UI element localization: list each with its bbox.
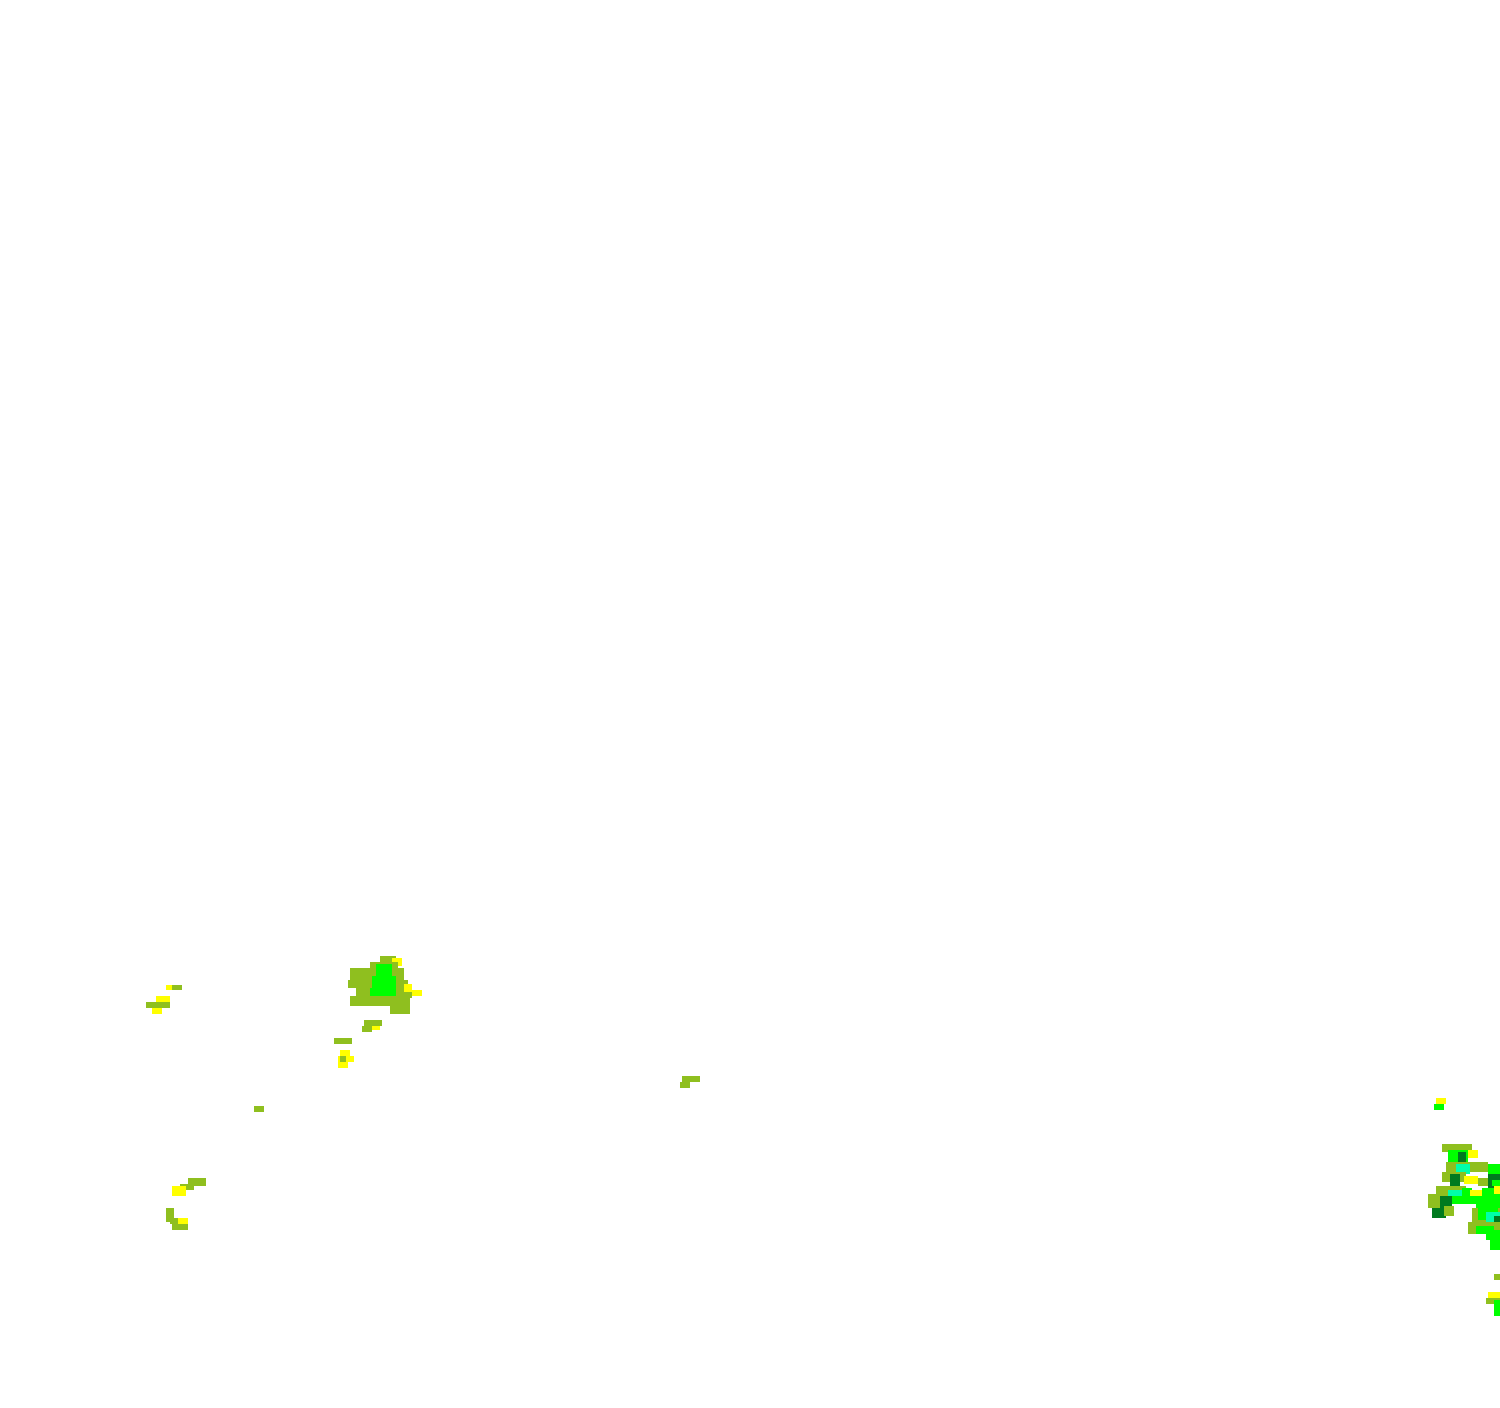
- echo-cluster-isolated-2: [254, 1106, 264, 1112]
- echo-cell-light: [166, 1208, 174, 1222]
- echo-cell-moderate: [1470, 1190, 1482, 1198]
- echo-cell-moderate: [412, 990, 422, 996]
- echo-cell-light: [1474, 1162, 1488, 1172]
- echo-cluster-central-west-scatter: [334, 1020, 382, 1068]
- echo-cell-light: [172, 1224, 188, 1230]
- echo-cell-light: [350, 996, 410, 1006]
- echo-cell-heavy: [1488, 1164, 1500, 1174]
- echo-cell-moderate: [1468, 1150, 1478, 1158]
- echo-cell-light: [364, 1020, 382, 1026]
- echo-cluster-east-edge-storm: [1428, 1098, 1500, 1316]
- echo-cell-moderate: [372, 1026, 380, 1030]
- echo-cell-heavy: [1462, 1188, 1472, 1196]
- echo-cell-light: [254, 1106, 264, 1112]
- echo-cell-moderate: [1436, 1098, 1446, 1104]
- echo-cell-heavy: [1482, 1188, 1500, 1198]
- echo-cell-light: [1486, 1298, 1500, 1304]
- echo-cell-light: [1428, 1194, 1440, 1208]
- echo-cell-moderate: [338, 1062, 348, 1068]
- echo-cell-light: [1478, 1178, 1488, 1186]
- echo-cell-light: [362, 1026, 372, 1032]
- echo-cell-heavy: [1494, 1300, 1500, 1316]
- echo-cell-moderate: [404, 984, 412, 992]
- echo-cell-heavy: [1486, 1230, 1500, 1240]
- echo-cell-light: [334, 1038, 352, 1044]
- echo-cell-moderate: [1464, 1176, 1478, 1184]
- echo-cell-moderate: [172, 1186, 186, 1196]
- echo-cluster-central-west-main: [348, 956, 422, 1014]
- echo-cell-light: [380, 956, 396, 964]
- echo-cell-moderate: [152, 1008, 162, 1014]
- echo-cell-heavy: [1434, 1104, 1444, 1110]
- echo-cell-heavy: [372, 976, 396, 986]
- echo-cell-light: [1494, 1274, 1500, 1280]
- echo-cell-heavy: [1452, 1196, 1482, 1204]
- echo-cell-heavy: [1476, 1226, 1494, 1234]
- echo-cell-light: [366, 970, 372, 988]
- echo-cell-moderate: [1488, 1292, 1500, 1298]
- echo-cell-heavy: [1476, 1198, 1500, 1210]
- echo-cell-heavy: [370, 986, 396, 996]
- echo-cell-light: [180, 1184, 194, 1190]
- echo-cell-light: [682, 1076, 700, 1082]
- echo-cluster-southwest-small: [166, 1178, 206, 1230]
- echo-cell-moderate: [1494, 1186, 1500, 1194]
- echo-cluster-west-small-1: [146, 985, 182, 1014]
- echo-cell-moderate: [340, 1050, 350, 1056]
- echo-cell-moderate: [178, 1218, 188, 1224]
- echo-cell-intense: [1450, 1174, 1460, 1186]
- echo-cell-light: [146, 1002, 170, 1008]
- echo-cell-heavy: [376, 964, 392, 978]
- echo-cell-very_heavy: [1456, 1164, 1470, 1174]
- echo-cell-light: [390, 1004, 410, 1014]
- echo-cell-light: [188, 1178, 206, 1186]
- echo-cell-moderate: [156, 996, 170, 1002]
- echo-cell-intense: [1432, 1208, 1446, 1218]
- echo-cell-light: [340, 1056, 346, 1062]
- echo-cell-heavy: [1490, 1240, 1500, 1250]
- echo-cell-light: [680, 1082, 690, 1088]
- echo-cell-light: [172, 985, 182, 990]
- echo-cell-light: [1442, 1144, 1472, 1152]
- echo-cell-light: [1444, 1206, 1454, 1216]
- echo-cluster-isolated-1: [680, 1076, 700, 1088]
- echo-cell-very_heavy: [1448, 1190, 1464, 1198]
- echo-cell-intense: [1458, 1152, 1466, 1166]
- echo-cell-heavy: [1492, 1180, 1500, 1186]
- echo-cell-light: [170, 1218, 182, 1224]
